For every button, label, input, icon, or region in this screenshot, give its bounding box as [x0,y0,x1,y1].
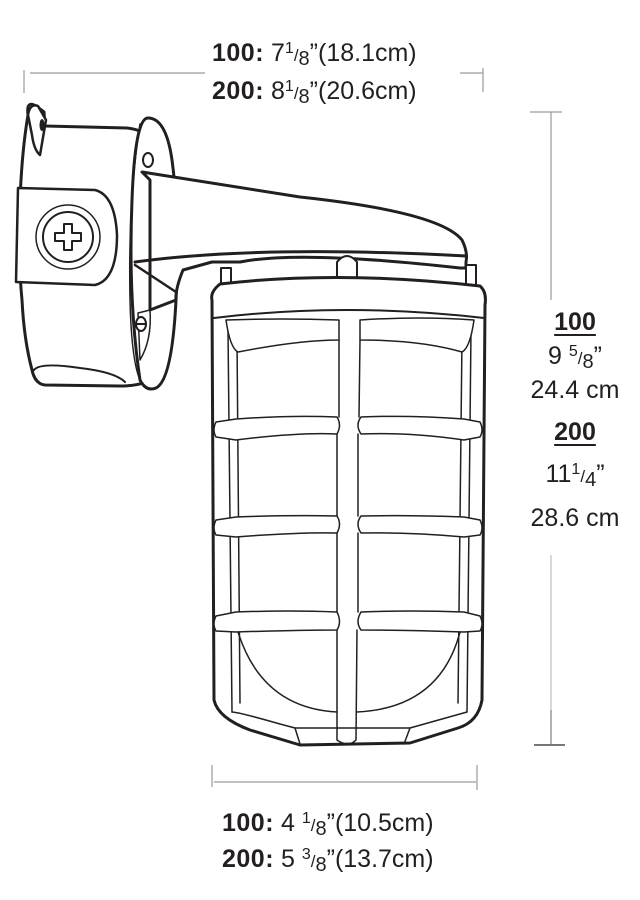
fixture-outline [14,102,487,747]
dimension-lines [23,68,565,790]
overall-width-dimension-100: 100: 71/8”(18.1cm) [212,39,417,70]
overall-width-dimension-200: 200: 81/8”(20.6cm) [212,77,417,108]
globe-width-dimension-100: 100: 4 1/8”(10.5cm) [222,809,434,840]
model-label: 100 [554,308,596,336]
height-dimension-100: 100 9 5/8” 24.4 cm [500,308,640,405]
height-dimension-200: 200 111/4” 28.6 cm [500,418,640,533]
mounting-arm [140,170,468,312]
model-label: 200 [554,418,596,446]
globe-width-dimension-200: 200: 5 3/8”(13.7cm) [222,845,434,876]
